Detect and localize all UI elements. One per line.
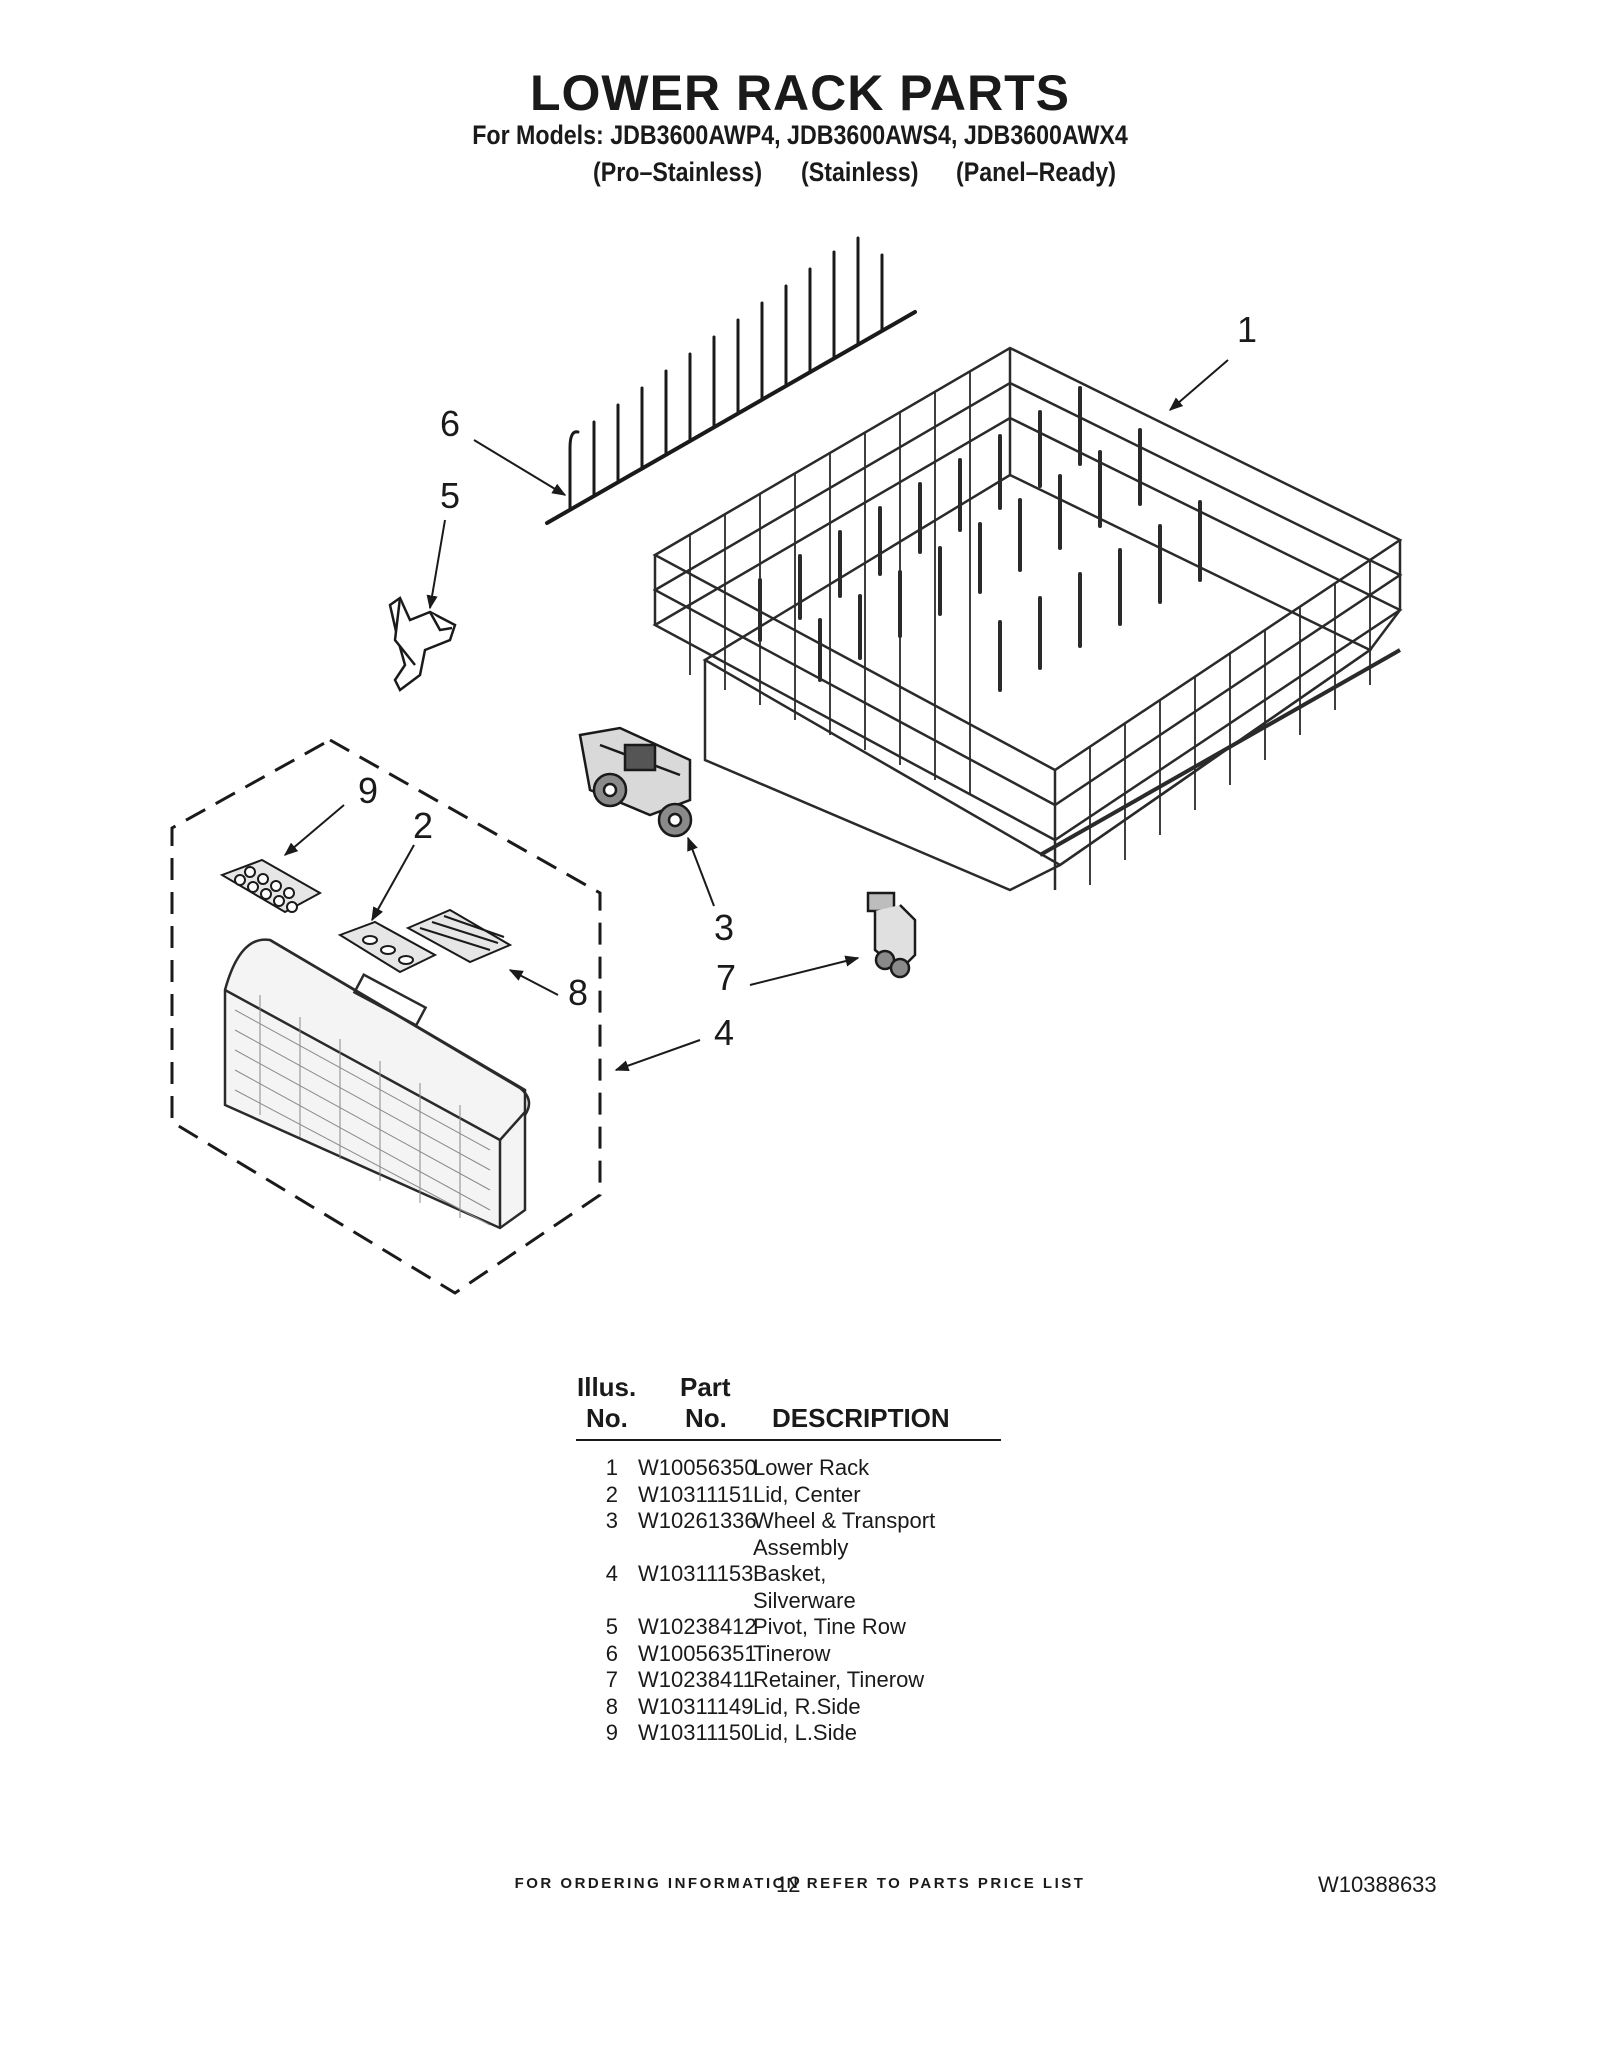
document-number: W10388633 <box>1318 1872 1437 1897</box>
description-cell: Assembly <box>753 1534 849 1560</box>
description-cell: Basket, <box>753 1561 827 1586</box>
part-no-cell: W10311149 <box>638 1693 754 1719</box>
retainer-tinerow-part <box>866 891 917 979</box>
description-cell: Tinerow <box>753 1640 831 1666</box>
part-no-cell: W10238412 <box>638 1614 757 1639</box>
col-header-part-line2: No. <box>685 1403 727 1433</box>
part-no-cell: W10056350 <box>638 1455 757 1480</box>
col-header-description: DESCRIPTION <box>772 1403 950 1433</box>
leader-arrow-9 <box>283 804 345 856</box>
part-no-cell: W10238411 <box>638 1667 756 1692</box>
col-header-part-line1: Part <box>680 1372 731 1402</box>
callout-9: 9 <box>358 770 378 811</box>
callout-2: 2 <box>413 805 433 846</box>
illus-no-cell: 2 <box>605 1481 618 1507</box>
part-no-cell: W10311153 <box>638 1561 754 1586</box>
illus-no-cell: 3 <box>605 1508 618 1533</box>
callout-5: 5 <box>440 475 460 516</box>
table-row: Assembly <box>576 1535 935 1562</box>
leader-arrow-1 <box>1168 359 1229 411</box>
illus-no-cell: 8 <box>605 1693 618 1719</box>
callout-1: 1 <box>1237 309 1257 350</box>
pivot-tine-row-part <box>388 596 457 692</box>
page-title: LOWER RACK PARTS <box>529 65 1071 121</box>
silverware-basket-part <box>223 938 531 1230</box>
lid-right-side-part <box>405 908 513 964</box>
finish-stainless: (Stainless) <box>801 157 919 187</box>
lower-rack-part <box>652 346 1403 892</box>
callout-6: 6 <box>440 403 460 444</box>
silverware-group-outline <box>170 738 602 1295</box>
callout-4: 4 <box>714 1012 734 1053</box>
description-cell: Lid, L.Side <box>753 1720 857 1745</box>
ordering-note: FOR ORDERING INFORMATION REFER TO PARTS … <box>514 1875 1086 1892</box>
table-row: Silverware <box>576 1588 935 1615</box>
wheel-transport-assembly-part <box>578 726 693 838</box>
description-cell: Lid, R.Side <box>753 1693 861 1719</box>
illus-no-cell: 5 <box>605 1614 618 1639</box>
callout-3: 3 <box>714 907 734 948</box>
col-header-illus-line1: Illus. <box>577 1372 637 1402</box>
col-header-illus-line2: No. <box>586 1403 628 1433</box>
leader-arrows <box>283 359 1229 1072</box>
leader-arrow-3 <box>687 836 715 907</box>
illus-no-cell <box>576 1588 618 1615</box>
callout-7: 7 <box>716 957 736 998</box>
description-cell: Silverware <box>753 1587 856 1613</box>
lid-center-part <box>337 920 438 974</box>
part-no-cell: W10261336 <box>638 1508 757 1533</box>
part-no-cell <box>618 1535 748 1562</box>
description-cell: Wheel & Transport <box>753 1508 936 1533</box>
finish-panel-ready: (Panel–Ready) <box>956 157 1117 187</box>
callout-8: 8 <box>568 972 588 1013</box>
leader-arrow-6 <box>473 439 567 496</box>
illus-no-cell: 4 <box>605 1561 618 1586</box>
exploded-parts-diagram: 1 2 3 4 5 6 7 8 9 <box>170 236 1403 1295</box>
leader-arrow-4 <box>614 1039 701 1072</box>
illus-no-cell: 9 <box>605 1720 618 1745</box>
description-cell: Lower Rack <box>753 1455 870 1480</box>
illus-no-cell: 1 <box>605 1455 618 1480</box>
leader-arrow-5 <box>426 519 446 610</box>
lid-left-side-part <box>219 858 323 914</box>
finish-pro-stainless: (Pro–Stainless) <box>593 157 763 187</box>
description-cell: Pivot, Tine Row <box>753 1614 906 1639</box>
tinerow-part <box>545 236 917 525</box>
leader-arrow-2 <box>371 844 415 922</box>
illus-no-cell: 6 <box>605 1640 618 1666</box>
table-header-rule <box>576 1439 1001 1441</box>
part-no-cell <box>618 1588 748 1615</box>
illus-no-cell <box>576 1535 618 1562</box>
leader-arrow-8 <box>508 969 559 996</box>
description-cell: Lid, Center <box>753 1481 861 1507</box>
illus-no-cell: 7 <box>605 1667 618 1692</box>
part-no-cell: W10311150 <box>638 1720 754 1745</box>
part-no-cell: W10056351 <box>638 1640 757 1666</box>
leader-arrow-7 <box>749 955 860 986</box>
page-number: 12 <box>776 1872 801 1897</box>
part-no-cell: W10311151 <box>638 1481 754 1507</box>
description-cell: Retainer, Tinerow <box>753 1667 925 1692</box>
models-line: For Models: JDB3600AWP4, JDB3600AWS4, JD… <box>472 120 1128 150</box>
